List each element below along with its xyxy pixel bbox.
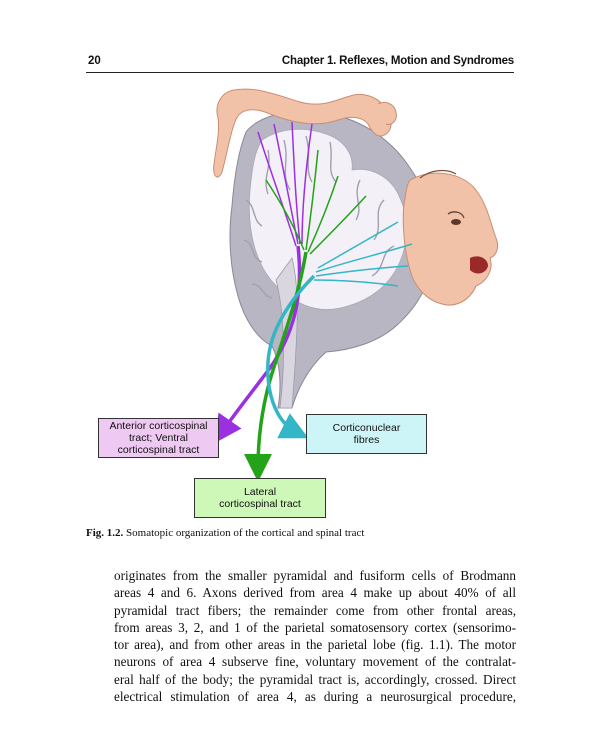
body-paragraph: originates from the smaller pyramidal an…: [114, 567, 516, 705]
homunculus-leg: [213, 88, 397, 178]
lateral-corticospinal-label: Lateral corticospinal tract: [194, 478, 326, 518]
body-line: pyramidal tract fibers; the remainder co…: [114, 602, 516, 618]
anterior-label-line: corticospinal tract: [117, 444, 200, 456]
homunculus-face: [402, 169, 499, 306]
lateral-label-line: Lateral: [243, 486, 277, 498]
lateral-fibres: [244, 149, 367, 482]
body-line: neurons of area 4 subserve fine, volunta…: [114, 654, 516, 670]
anterior-label-line: Anterior corticospinal: [109, 420, 208, 432]
body-line: electrical stimulation of area 4, as dur…: [114, 689, 516, 705]
caption-label: Fig. 1.2.: [86, 527, 124, 539]
corticonuclear-label: Corticonuclear fibres: [306, 414, 427, 454]
corticospinal-figure: [213, 88, 499, 482]
corticonuclear-fibres: [266, 221, 413, 439]
body-line: originates from the smaller pyramidal an…: [114, 568, 516, 583]
corticonuclear-label-line: Corticonuclear: [332, 422, 401, 434]
corticonuclear-label-line: fibres: [353, 434, 380, 446]
running-header: 20 Chapter 1. Reflexes, Motion and Syndr…: [86, 54, 514, 73]
caption-text: Somatopic organization of the cortical a…: [123, 527, 365, 539]
body-line: tor area), and from other areas in the p…: [114, 637, 516, 653]
lateral-label-line: corticospinal tract: [219, 498, 301, 510]
page-number: 20: [88, 55, 101, 67]
body-line: eral half of the body; the pyramidal tra…: [114, 671, 516, 687]
body-line: areas 4 and 6. Axons derived from area 4…: [114, 585, 516, 601]
body-line: from areas 3, 2, and 1 of the parietal s…: [114, 619, 516, 635]
figure-caption: Fig. 1.2. Somatopic organization of the …: [86, 526, 516, 540]
anterior-corticospinal-label: Anterior corticospinal tract; Ventral co…: [98, 418, 219, 458]
chapter-title: Chapter 1. Reflexes, Motion and Syndrome…: [281, 55, 514, 67]
anterior-label-line: tract; Ventral: [129, 432, 188, 444]
